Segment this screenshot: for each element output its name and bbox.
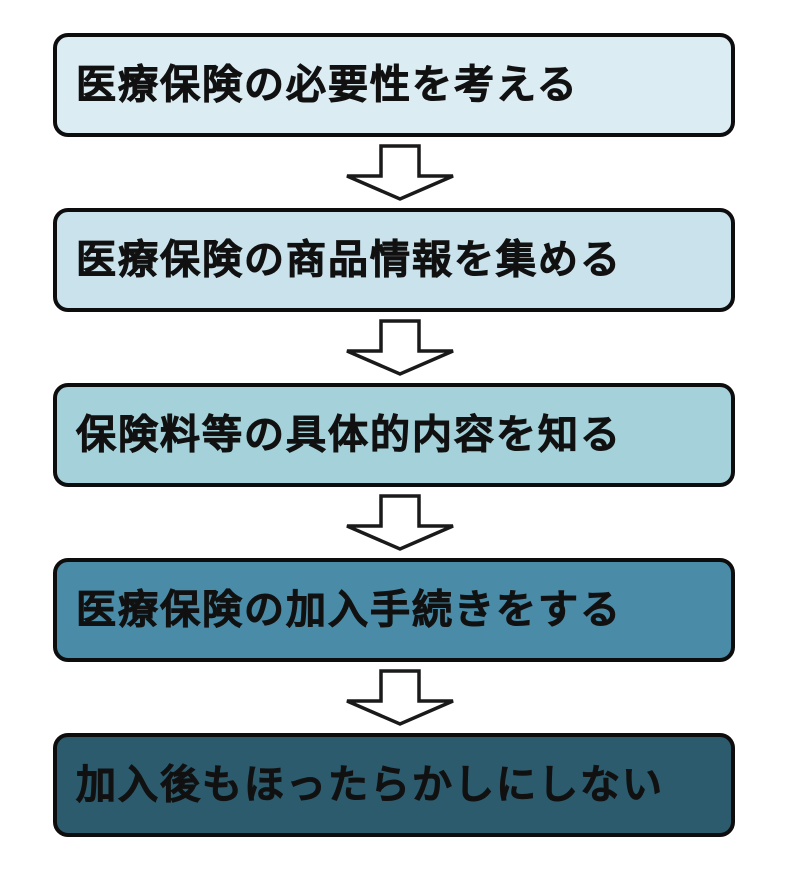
flow-step-3-label: 保険料等の具体的内容を知る [76,412,622,458]
flow-step-2-gather-product-info: 医療保険の商品情報を集める [53,208,735,312]
flow-step-1-consider-necessity: 医療保険の必要性を考える [53,33,735,137]
flow-step-5-label: 加入後もほったらかしにしない [76,762,664,808]
down-block-arrow-icon [346,494,454,551]
down-block-arrow-icon [346,319,454,376]
connector-zone-2 [53,312,735,383]
flow-step-4-enrollment-procedure: 医療保険の加入手続きをする [53,558,735,662]
connector-zone-1 [53,137,735,208]
flow-step-3-learn-premium-details: 保険料等の具体的内容を知る [53,383,735,487]
connector-zone-4 [53,662,735,733]
down-block-arrow-icon [346,144,454,201]
connector-zone-3 [53,487,735,558]
insurance-process-flow: 医療保険の必要性を考える 医療保険の商品情報を集める 保険料等の具体的内容を知る… [53,33,735,837]
flow-step-2-label: 医療保険の商品情報を集める [76,237,622,283]
flow-step-1-label: 医療保険の必要性を考える [76,62,579,108]
flow-step-5-dont-neglect-after: 加入後もほったらかしにしない [53,733,735,837]
flow-step-4-label: 医療保険の加入手続きをする [76,587,622,633]
down-block-arrow-icon [346,669,454,726]
